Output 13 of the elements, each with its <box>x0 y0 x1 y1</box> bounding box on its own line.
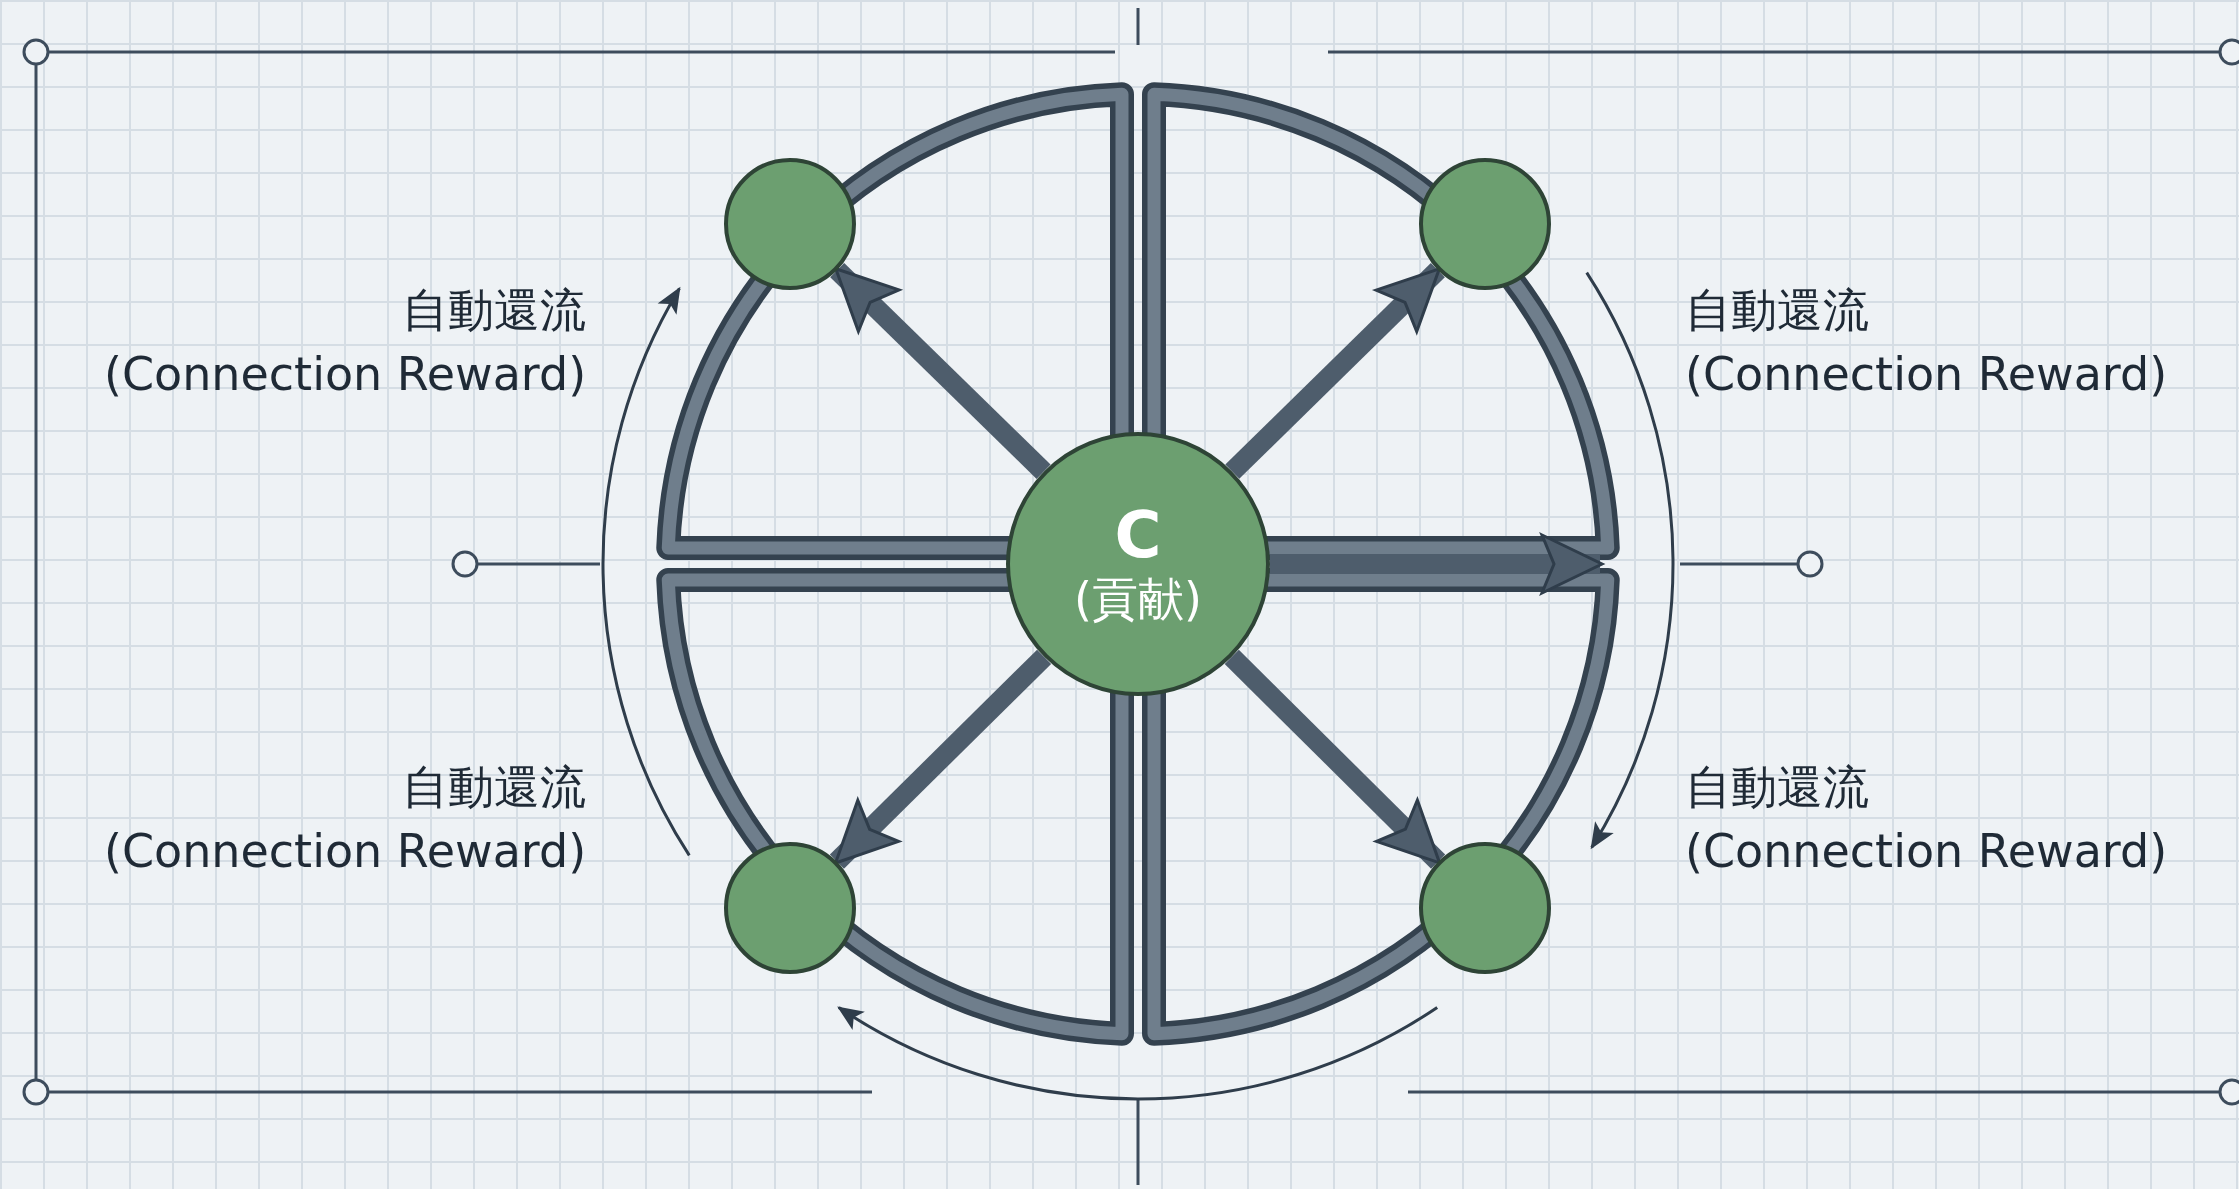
flow-label: 自動還流 (Connection Reward) <box>104 282 587 403</box>
flow-label: 自動還流 (Connection Reward) <box>1685 282 2168 403</box>
arrow <box>830 263 1051 479</box>
arrow <box>829 649 1052 869</box>
flow-label: 自動還流 (Connection Reward) <box>104 759 587 880</box>
arrow <box>1270 533 1604 595</box>
circle-node <box>1419 842 1551 974</box>
node-subtitle: (貢献) <box>1074 571 1202 628</box>
flow-label: 自動還流 (Connection Reward) <box>1685 759 2168 880</box>
circle-node <box>1419 158 1551 290</box>
arrow <box>1224 649 1446 869</box>
arrow <box>1225 263 1445 479</box>
node-title: C <box>1114 500 1162 570</box>
